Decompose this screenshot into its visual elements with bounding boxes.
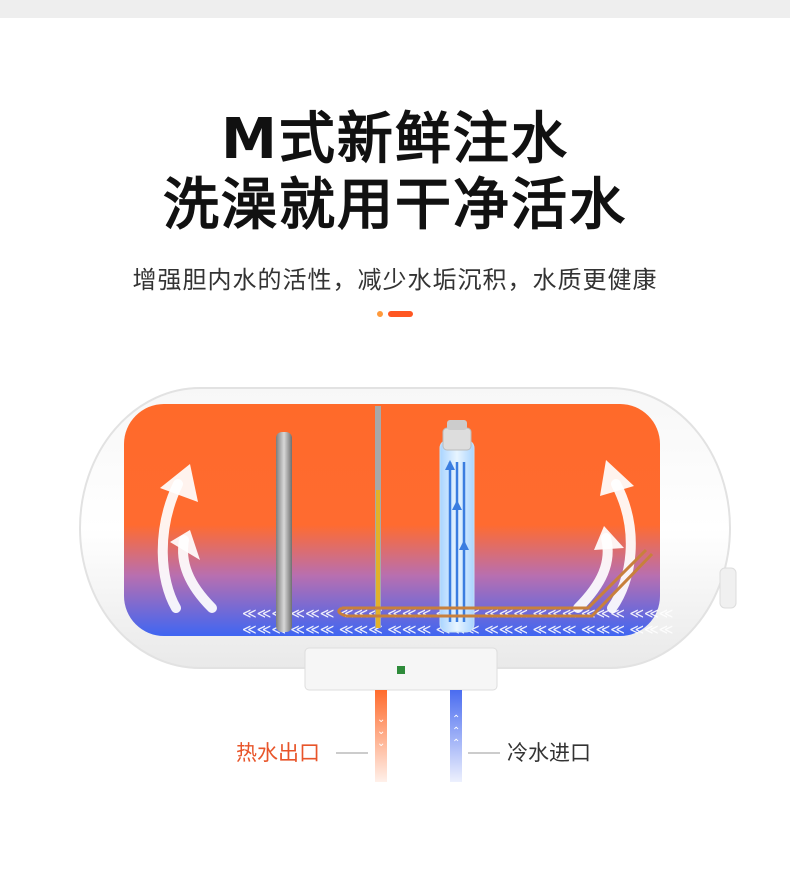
heating-element-icon <box>439 420 475 633</box>
svg-text:⌃: ⌃ <box>452 714 460 725</box>
tank-water <box>124 404 660 636</box>
subtitle: 增强胆内水的活性，减少水垢沉积，水质更健康 <box>132 266 658 294</box>
accent-dot <box>377 311 383 317</box>
svg-text:⌃: ⌃ <box>452 738 460 749</box>
water-heater-illustration: ≪≪≪ ≪≪≪ ≪≪≪ ≪≪≪ ≪≪≪ ≪≪≪ ≪≪≪ ≪≪≪ ≪≪≪ ≪≪≪ … <box>79 387 737 782</box>
accent-bar <box>388 311 413 317</box>
svg-text:⌄: ⌄ <box>377 738 385 749</box>
cold-water-pipe: ⌃⌃⌃ <box>450 690 462 782</box>
headline-line-2: 洗澡就用干净活水 <box>163 173 627 238</box>
control-box <box>304 647 498 691</box>
circulation-arrowheads-left <box>160 464 200 560</box>
headline-line-1: M式新鲜注水 <box>221 107 569 172</box>
magnesium-rod-icon <box>276 432 292 632</box>
svg-text:⌄: ⌄ <box>377 714 385 725</box>
cold-inlet-label: 冷水进口 <box>507 741 591 765</box>
svg-text:⌄: ⌄ <box>377 726 385 737</box>
hot-water-pipe: ⌄⌄⌄ <box>375 690 387 782</box>
svg-text:⌃: ⌃ <box>452 726 460 737</box>
circulation-arrowheads-right <box>594 460 634 550</box>
copper-coil <box>342 548 654 618</box>
indicator-light-icon <box>397 666 405 674</box>
top-band <box>0 0 790 18</box>
hot-outlet-label: 热水出口 <box>236 741 320 765</box>
temperature-probe <box>375 406 381 628</box>
